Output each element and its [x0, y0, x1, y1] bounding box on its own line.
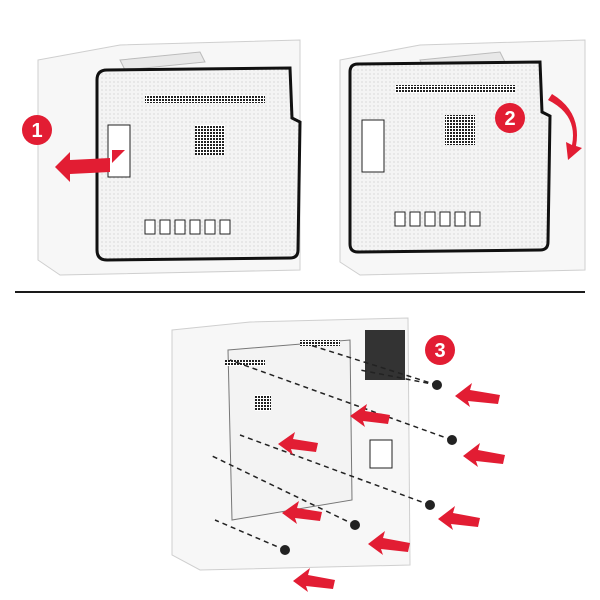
- step-badge-2: [495, 103, 525, 133]
- ports: [394, 211, 481, 227]
- screw-guide-lines: [209, 344, 453, 551]
- printer-handle: [119, 51, 206, 71]
- screw-icon: [280, 545, 290, 555]
- rotate-arrow-icon: [548, 94, 582, 160]
- chip-grid: [445, 115, 475, 145]
- connector-strip: [395, 85, 515, 93]
- power-port: [369, 439, 393, 469]
- step-badge-3: [425, 335, 455, 365]
- step-badge-1: [22, 115, 52, 145]
- controller-board-shield: [95, 66, 302, 262]
- step-number: 1: [31, 120, 42, 142]
- step-1-panel: 1: [22, 39, 302, 276]
- arrow-left-icon: [278, 432, 318, 455]
- step-number: 3: [434, 340, 445, 362]
- arrow-left-icon: [463, 443, 505, 467]
- screw-icon: [350, 520, 360, 530]
- chip-grid: [255, 395, 271, 411]
- insert-arrows: [278, 383, 505, 592]
- screws: [280, 380, 457, 555]
- arrow-left-icon: [350, 404, 390, 427]
- screw-icon: [425, 500, 435, 510]
- connector-strip: [225, 360, 265, 366]
- connector-strip: [145, 95, 265, 103]
- screw-icon: [447, 435, 457, 445]
- arrow-left-icon: [55, 150, 125, 182]
- arrow-left-icon: [438, 506, 480, 530]
- screw-icon: [432, 380, 442, 390]
- arrow-left-icon: [455, 383, 500, 407]
- port-bracket: [361, 119, 385, 173]
- step-3-panel: 3: [171, 317, 505, 592]
- connector-strip: [300, 340, 340, 346]
- step-number: 2: [504, 108, 515, 130]
- ports: [144, 219, 231, 235]
- arrow-left-icon: [282, 501, 322, 524]
- arrow-left-icon: [368, 531, 410, 555]
- step-2-panel: 2: [339, 39, 586, 276]
- chip-grid: [195, 125, 225, 155]
- arrow-left-icon: [293, 568, 335, 592]
